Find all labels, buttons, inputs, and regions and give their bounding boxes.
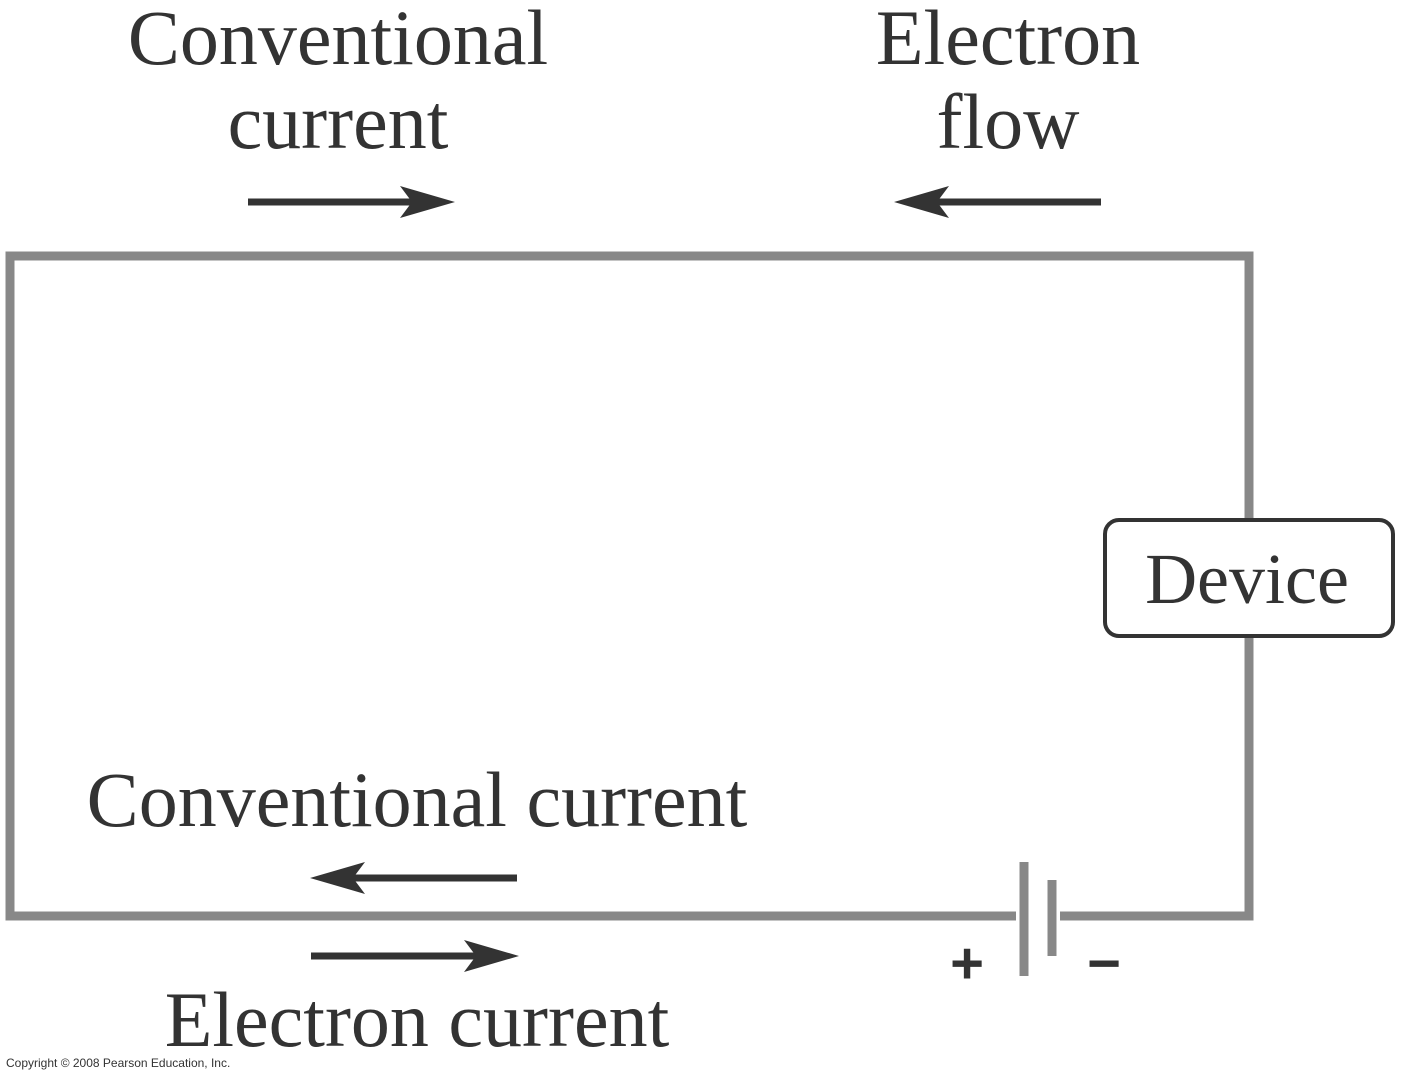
battery-plus-sign: + — [950, 931, 984, 996]
device-box: Device — [1103, 518, 1395, 638]
bottom-conventional-arrow — [310, 862, 517, 894]
bottom-electron-label: Electron current — [165, 976, 670, 1063]
top-conventional-label-line1: Conventional — [128, 0, 548, 81]
battery-symbol — [1016, 862, 1060, 976]
top-electron-arrow — [894, 186, 1101, 218]
bottom-electron-arrow — [311, 940, 519, 972]
top-conventional-arrow — [248, 186, 455, 218]
top-conventional-label-line2: current — [228, 78, 449, 165]
device-label: Device — [1145, 539, 1349, 619]
copyright-notice: Copyright © 2008 Pearson Education, Inc. — [6, 1056, 230, 1070]
circuit-wire — [5, 251, 1254, 921]
bottom-conventional-label: Conventional current — [87, 756, 748, 843]
top-electron-label-line1: Electron — [876, 0, 1140, 81]
top-electron-label-line2: flow — [937, 78, 1080, 165]
battery-minus-sign: − — [1087, 931, 1121, 996]
